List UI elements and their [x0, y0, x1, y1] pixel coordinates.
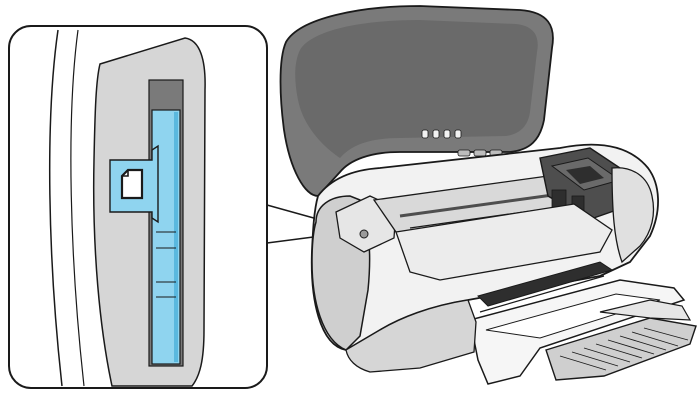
print-head-carriage [539, 147, 633, 221]
printer [279, 5, 697, 385]
printer-cover-inner [295, 20, 538, 158]
printer-front-lip [395, 203, 613, 281]
tray-extension-ribs [559, 327, 689, 371]
callout-panel-edge-outer [48, 29, 63, 387]
printer-base [345, 299, 477, 373]
output-tray-inner [485, 293, 661, 339]
output-slot-rail [479, 275, 605, 313]
document-icon [120, 168, 144, 200]
printer-right-side [611, 167, 655, 264]
printer-lever-knob [359, 229, 369, 239]
cover-hinges [457, 149, 503, 157]
callout-panel-edge-inner [70, 29, 85, 387]
tray-extension-tab [599, 299, 692, 321]
cover-vents [421, 129, 462, 139]
output-slot [477, 261, 614, 307]
lever-callout [8, 25, 268, 389]
